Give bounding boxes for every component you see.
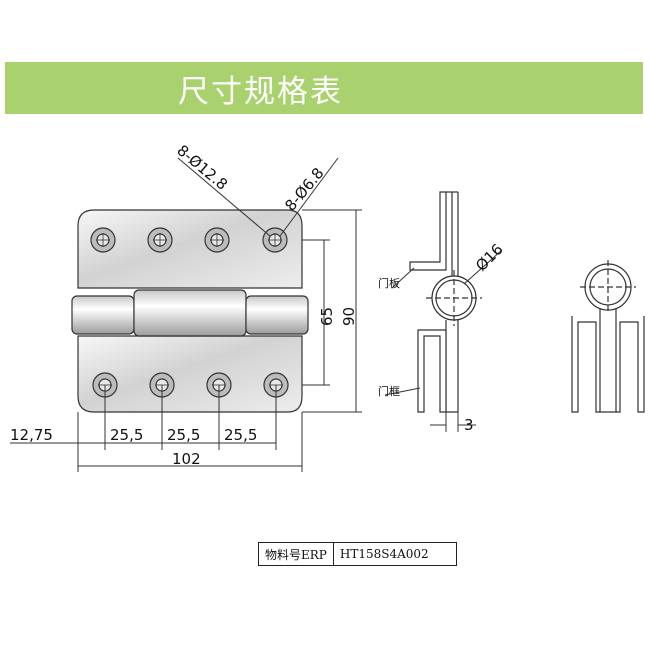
knuckle-left [71,295,135,335]
upper-leaf [77,209,303,289]
hole-large-label: 8-Ø12.8 [173,141,231,193]
dim-offset-left: 12,75 [10,426,53,444]
erp-value: HT158S4A002 [332,542,457,566]
vertical-dimensions [302,209,362,413]
dim-width-total: 102 [172,450,201,468]
diameter-label: Ø16 [472,240,507,275]
erp-label: 物料号ERP [258,542,334,566]
door-panel-label: 门板 [378,276,400,290]
dim-height-inner: 65 [318,307,336,326]
dim-height-total: 90 [340,307,358,326]
hinge-side-view [409,191,482,413]
dim-pitch-2: 25,5 [167,426,200,444]
door-frame-label: 门框 [378,384,400,398]
knuckle-right [245,295,309,335]
erp-table: 物料号ERP HT158S4A002 [258,542,457,566]
hinge-rear-view [571,260,645,413]
hinge-front-view [71,209,309,413]
hole-small-label: 8-Ø6.8 [281,164,327,214]
side-view-leaders [384,249,503,432]
knuckle-middle [133,289,247,337]
lower-leaf [77,335,303,413]
horizontal-dimensions [10,385,303,472]
page-title: 尺寸规格表 [178,74,343,110]
erp-row: 物料号ERP HT158S4A002 [258,542,457,566]
title-banner [5,62,643,114]
hole-leaders [177,157,339,237]
dim-pitch-1: 25,5 [110,426,143,444]
dim-pitch-3: 25,5 [224,426,257,444]
dim-thickness: 3 [464,416,474,434]
